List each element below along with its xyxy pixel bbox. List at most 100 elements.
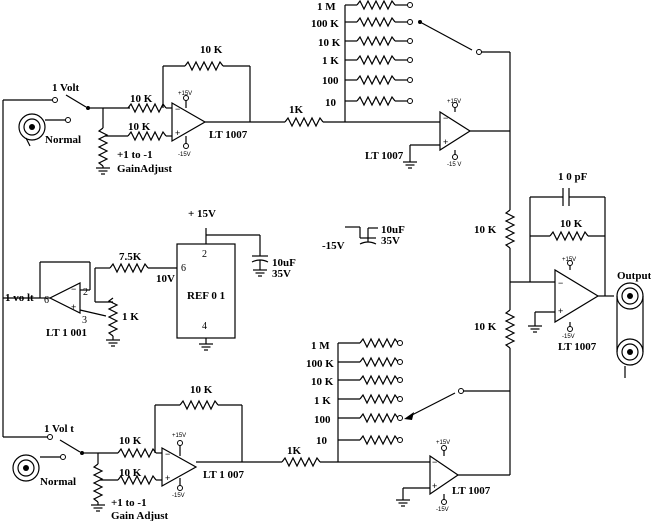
r7-5k-label: 7.5K [119,251,142,263]
lt1007-out-label: LT 1007 [558,341,597,353]
bnc-input-top[interactable] [18,113,46,141]
svg-text:−: − [443,113,448,123]
lt1007-label-2: LT 1007 [365,150,404,162]
range-label-top-6: 10 [325,97,337,109]
range-label-top-5: 100 [322,75,339,87]
range-label-bot-1: 1 M [311,340,330,352]
r1k-trim-label: 1 K [122,311,139,323]
lt1001-label: LT 1 001 [46,327,87,339]
lt1007-label-3: LT 1 007 [203,469,244,481]
range-ladder-bottom [338,338,403,445]
minus15-label: -15V [322,240,345,252]
r-sum-bottom: 10 K [474,321,497,333]
gain-adjust-top-2: GainAdjust [117,163,172,175]
r-feedback-out: 10 K [560,218,583,230]
op-amp-bottom-range [429,454,460,496]
svg-text:-15 V: -15 V [447,162,461,168]
range-switch-bottom[interactable] [409,392,456,417]
op-amp-bottom-input [161,446,198,488]
range-label-bot-3: 10 K [311,376,334,388]
op-amp-output [554,268,600,324]
svg-text:−: − [558,278,563,288]
input-switch-bottom[interactable] [59,439,81,453]
svg-text:−: − [71,284,76,294]
bnc-output-2[interactable] [616,338,644,366]
svg-text:−: − [432,457,437,467]
cap-neg-volt: 35V [381,235,400,247]
bottom-channel: − + − + [12,338,511,512]
range-label-bot-2: 100 K [306,358,334,370]
one-volt-label-bottom: 1 Vol t [44,423,74,435]
ref01-label: REF 0 1 [187,290,225,302]
lt1001-pin3: 3 [82,315,87,326]
range-label-bot-4: 1 K [314,395,331,407]
svg-text:-15V: -15V [172,493,185,499]
range-label-bot-5: 100 [314,414,331,426]
svg-text:-15V: -15V [562,334,575,340]
normal-label-bottom: Normal [40,476,76,488]
gain-adjust-bot-2: Gain Adjust [111,510,168,521]
cap-neg-label: 10uF [381,224,405,236]
ref-pin4: 4 [202,321,207,332]
gain-adjust-top-1: +1 to -1 [117,149,153,161]
r-feedback-top: 10 K [200,44,223,56]
bnc-output-1[interactable] [616,282,644,310]
op-amp-top-range [439,110,472,152]
range-label-top-1: 1 M [317,1,336,13]
gain-adjust-bot-1: +1 to -1 [111,497,147,509]
input-switch-top[interactable] [65,94,87,108]
svg-text:+: + [443,137,448,147]
svg-text:-15V: -15V [436,507,449,513]
reference-section: − + [39,226,378,351]
switch-terminal [65,117,71,123]
cap-ref-label: 10uF [272,257,296,269]
op-amp-lt1001 [48,282,81,314]
one-volt-ref-label: 1 vo lt [5,292,34,304]
svg-text:+: + [165,473,170,483]
range-label-top-4: 1 K [322,55,339,67]
r-input-top: 10 K [130,93,153,105]
ref01-chip [176,243,236,339]
lt1001-pin2: 2 [83,287,88,298]
plus15-label: + 15V [188,208,216,220]
svg-text:+15V: +15V [436,440,450,446]
r-sum-top: 10 K [474,224,497,236]
bnc-input-bottom[interactable] [12,454,40,482]
op-amp-top-input [171,101,207,143]
r-gain-top: 10 K [128,121,151,133]
range-switch-top[interactable] [419,21,473,51]
svg-text:+: + [432,481,437,491]
lt1001-pin6: 6 [44,295,49,306]
svg-text:+: + [71,302,76,312]
ref-pin2: 2 [202,249,207,260]
lt1007-label-1: LT 1007 [209,129,248,141]
top-channel: − + − + [2,0,511,438]
r-feedback-bottom: 10 K [190,384,213,396]
ref-pin6: 6 [181,263,186,274]
range-ladder-top [345,0,413,106]
svg-text:+: + [175,128,180,138]
range-label-bot-6: 10 [316,435,328,447]
v10-label: 10V [156,273,175,285]
svg-text:+: + [558,306,563,316]
range-label-top-3: 10 K [318,37,341,49]
svg-text:−: − [165,449,170,459]
switch-terminal [52,97,58,103]
svg-text:+15V: +15V [447,99,461,105]
lt1007-label-4: LT 1007 [452,485,491,497]
r-input-bottom: 10 K [119,435,142,447]
labels: 1 M 100 K 10 K 1 K 100 10 1 M 100 K 10 K… [5,1,651,521]
svg-text:−: − [175,104,180,114]
svg-text:+15V: +15V [178,91,192,97]
one-volt-label-top: 1 Volt [52,82,80,94]
r-series-top: 1K [289,104,304,116]
svg-text:-15V: -15V [178,152,191,158]
cap-ref-volt: 35V [272,268,291,280]
range-label-top-2: 100 K [311,18,339,30]
output-stage: − + [505,188,644,458]
cap10pf-label: 1 0 pF [558,171,588,183]
svg-text:+15V: +15V [562,257,576,263]
svg-text:+15V: +15V [172,433,186,439]
output-label: Output [617,270,651,282]
